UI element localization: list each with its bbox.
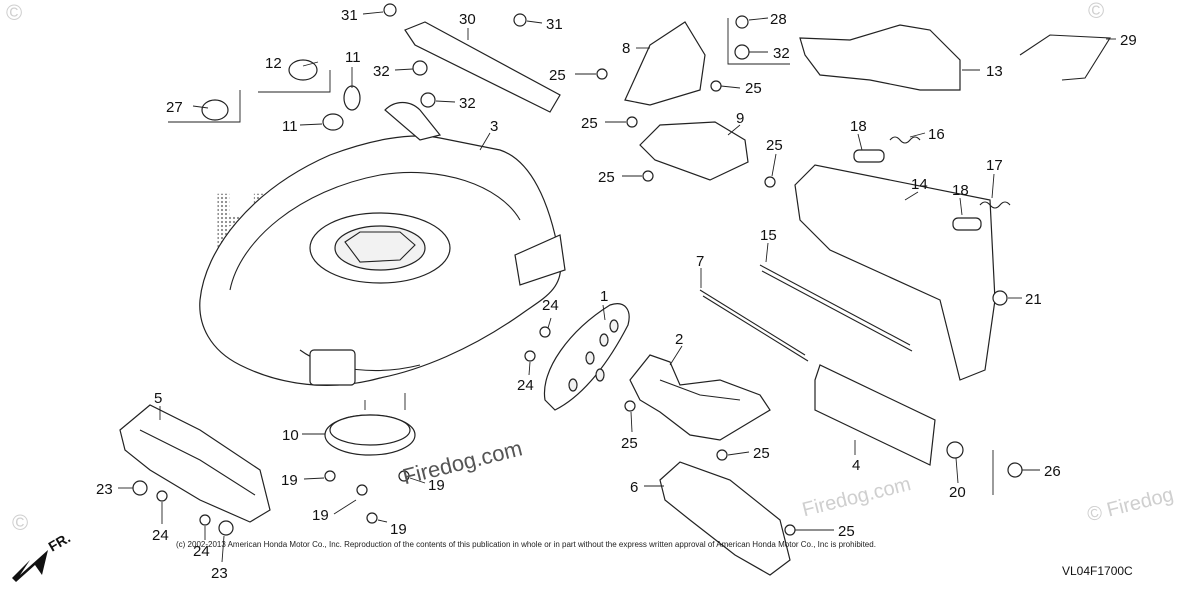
callout-14: 14 xyxy=(911,176,928,193)
callout-23b: 23 xyxy=(211,565,228,582)
callout-27: 27 xyxy=(166,99,183,116)
callout-7: 7 xyxy=(696,253,704,270)
callout-23a: 23 xyxy=(96,481,113,498)
callout-26: 26 xyxy=(1044,463,1061,480)
callout-11b: 11 xyxy=(282,118,298,135)
part-15-rod-edge xyxy=(761,270,913,352)
callout-25d: 25 xyxy=(766,137,783,154)
callout-19c: 19 xyxy=(390,521,407,538)
callout-16: 16 xyxy=(928,126,945,143)
part-2-bracket xyxy=(629,354,771,441)
diagram-code: VL04F1700C xyxy=(1062,564,1133,578)
callout-6: 6 xyxy=(630,479,638,496)
callout-32b: 32 xyxy=(459,95,476,112)
callout-29: 29 xyxy=(1120,32,1137,49)
part-4-flap xyxy=(814,364,936,466)
callout-18b: 18 xyxy=(952,182,969,199)
callout-32a: 32 xyxy=(373,63,390,80)
callout-2: 2 xyxy=(675,331,683,348)
callout-21: 21 xyxy=(1025,291,1042,308)
callout-19b: 19 xyxy=(312,507,329,524)
part-30-rail xyxy=(404,21,561,113)
callout-11a: 11 xyxy=(345,49,361,66)
front-label: FR. xyxy=(46,529,74,554)
part-10-ring xyxy=(324,414,416,456)
part-18-pin-b xyxy=(952,217,982,231)
callout-5: 5 xyxy=(154,390,162,407)
callout-18a: 18 xyxy=(850,118,867,135)
part-7-rod-edge xyxy=(702,295,809,362)
callout-1: 1 xyxy=(600,288,608,305)
callout-4: 4 xyxy=(852,457,860,474)
callout-9: 9 xyxy=(736,110,744,127)
callout-25c: 25 xyxy=(581,115,598,132)
callout-25g: 25 xyxy=(753,445,770,462)
watermark-bottom-left-symbol: © xyxy=(12,510,28,535)
callout-25h: 25 xyxy=(838,523,855,540)
part-1-cutter xyxy=(543,303,630,411)
callout-31a: 31 xyxy=(341,7,358,24)
watermark-top-left: © xyxy=(6,0,22,25)
callout-19d: 19 xyxy=(428,477,445,494)
callout-24a: 24 xyxy=(542,297,559,314)
fasteners xyxy=(132,3,1023,536)
callout-13: 13 xyxy=(986,63,1003,80)
callout-24c: 24 xyxy=(152,527,169,544)
callout-15: 15 xyxy=(760,227,777,244)
callout-30: 30 xyxy=(459,11,476,28)
kit-bracket-28-32 xyxy=(727,18,790,65)
watermark-top-right: © xyxy=(1088,0,1104,23)
kit-bracket-12 xyxy=(258,70,331,93)
part-17-spring xyxy=(979,201,1011,209)
callout-24b: 24 xyxy=(517,377,534,394)
callout-25f: 25 xyxy=(621,435,638,452)
callout-20: 20 xyxy=(949,484,966,501)
part-29-wire xyxy=(1019,34,1111,81)
callout-28: 28 xyxy=(770,11,787,28)
part-6-rail xyxy=(659,461,791,576)
part-15-rod xyxy=(759,264,911,346)
mower-deck xyxy=(199,101,566,386)
callout-12: 12 xyxy=(265,55,282,72)
callout-25b: 25 xyxy=(745,80,762,97)
part-7-rod xyxy=(699,289,806,356)
part-9-plate xyxy=(639,121,749,181)
part-14-rear-guard xyxy=(794,164,996,381)
callout-3: 3 xyxy=(490,118,498,135)
callout-24d: 24 xyxy=(193,543,210,560)
part-5-rail xyxy=(119,404,271,523)
callout-25a: 25 xyxy=(549,67,566,84)
leader-lines xyxy=(118,11,1116,563)
callout-32c: 32 xyxy=(773,45,790,62)
callout-19a: 19 xyxy=(281,472,298,489)
callout-8: 8 xyxy=(622,40,630,57)
kit-bracket-27 xyxy=(168,90,241,123)
callout-31b: 31 xyxy=(546,16,563,33)
callout-25e: 25 xyxy=(598,169,615,186)
front-arrow xyxy=(12,550,48,582)
part-18-pin-a xyxy=(853,149,885,163)
callout-17: 17 xyxy=(986,157,1003,174)
callout-10: 10 xyxy=(282,427,299,444)
copyright-notice: (c) 2002-2013 American Honda Motor Co., … xyxy=(176,540,876,549)
part-8-cover xyxy=(624,21,706,106)
part-16-spring xyxy=(889,136,921,144)
part-13-bracket xyxy=(799,24,961,91)
